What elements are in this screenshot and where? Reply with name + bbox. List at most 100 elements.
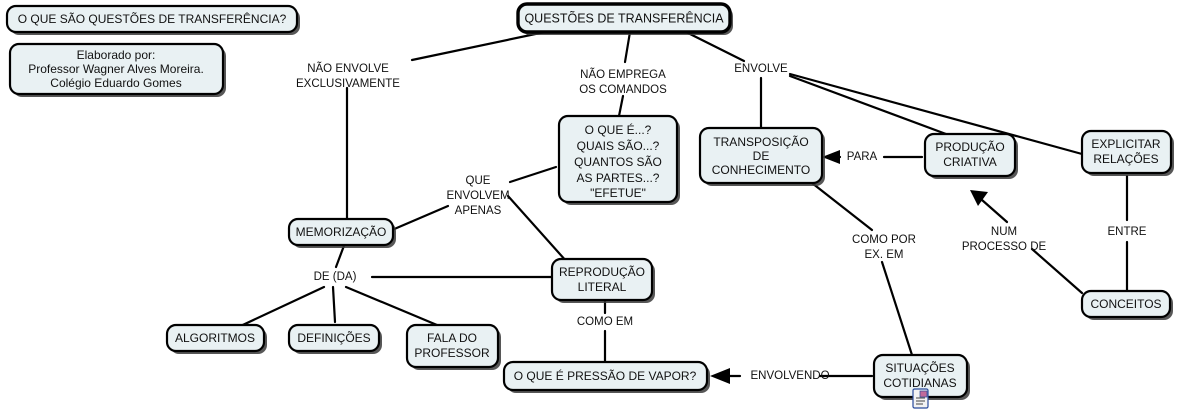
- edge-label-num-processo-de: NUM PROCESSO DE: [962, 226, 1047, 253]
- edge-label-line-1: QUE: [466, 175, 491, 187]
- node-commands-questions[interactable]: O QUE É...? QUAIS SÃO...? QUANTOS SÃO AS…: [557, 114, 680, 205]
- node-explicitar-relacoes[interactable]: EXPLICITAR RELAÇÕES: [1080, 129, 1174, 176]
- edge-conceitos-to-num-processo: [1030, 247, 1084, 295]
- node-author-credit[interactable]: Elaborado por: Professor Wagner Alves Mo…: [8, 42, 226, 97]
- node-label: O QUE SÃO QUESTÕES DE TRANSFERÊNCIA?: [18, 11, 287, 26]
- edge-label-line-1: DE (DA): [314, 271, 357, 283]
- node-label-line-1: EXPLICITAR: [1091, 137, 1160, 151]
- node-label: ALGORITMOS: [175, 331, 255, 345]
- node-body[interactable]: [502, 360, 709, 392]
- node-body[interactable]: [1080, 129, 1173, 175]
- arrowhead-num-processo: [970, 190, 988, 206]
- node-label-line-3: QUANTOS SÃO: [574, 155, 662, 169]
- edge-label-line-1: ENVOLVE: [734, 63, 788, 75]
- node-label-line-1: O QUE É...?: [585, 122, 652, 137]
- edge-label-line-1: NÃO EMPREGA: [580, 68, 666, 81]
- document-resource-icon[interactable]: [912, 388, 929, 409]
- node-label-line-2: CRIATIVA: [943, 155, 997, 169]
- node-question-title[interactable]: O QUE SÃO QUESTÕES DE TRANSFERÊNCIA?: [5, 4, 300, 35]
- node-producao-criativa[interactable]: PRODUÇÃO CRIATIVA: [923, 132, 1018, 179]
- edge-label-line-1: COMO EM: [577, 316, 633, 328]
- node-label-line-1: SITUAÇÕES: [885, 360, 954, 375]
- node-body[interactable]: [287, 323, 381, 353]
- arrowhead-para: [822, 150, 840, 164]
- node-transposicao-conhecimento[interactable]: TRANSPOSIÇÃO DE CONHECIMENTO: [698, 126, 825, 186]
- node-label-line-5: "EFETUE": [590, 186, 646, 200]
- node-label-line-2: PROFESSOR: [414, 346, 490, 360]
- edge-num-processo-to-producao: [980, 198, 1009, 224]
- edge-label-line-2: PROCESSO DE: [962, 241, 1047, 253]
- node-label-line-1: REPRODUÇÃO: [559, 265, 645, 279]
- edge-label-nao-emprega-os-comandos: NÃO EMPREGA OS COMANDOS: [579, 68, 667, 96]
- arrowhead-envolvendo: [710, 368, 730, 384]
- edge-label-line-1: NÃO ENVOLVE: [307, 62, 389, 75]
- edge-label-envolve: ENVOLVE: [734, 63, 788, 75]
- edge-envolve-to-producao: [788, 74, 948, 136]
- edge-label-como-por-ex-em: COMO POR EX. EM: [852, 234, 916, 261]
- edge-envolve-to-explicitar: [788, 72, 1084, 156]
- edge-label-de-da: DE (DA): [314, 271, 357, 283]
- node-pressao-de-vapor[interactable]: O QUE É PRESSÃO DE VAPOR?: [502, 360, 710, 393]
- edge-memorizacao-to-apenas: [390, 204, 450, 232]
- edge-label-line-2: OS COMANDOS: [579, 84, 667, 96]
- edge-labels-layer: NÃO ENVOLVE EXCLUSIVAMENTE NÃO EMPREGA O…: [296, 62, 1147, 382]
- node-label-line-2: QUAIS SÃO...?: [577, 139, 660, 153]
- node-label-line-2: DE: [753, 149, 770, 163]
- node-label: MEMORIZAÇÃO: [296, 225, 387, 239]
- node-label-line-1: PRODUÇÃO: [935, 140, 1004, 154]
- node-label-line-3: CONHECIMENTO: [712, 163, 810, 177]
- node-label-line-2: RELAÇÕES: [1093, 151, 1158, 166]
- icon-thumbnail: [919, 390, 928, 398]
- node-fala-do-professor[interactable]: FALA DO PROFESSOR: [405, 323, 501, 370]
- node-body[interactable]: [165, 323, 266, 353]
- node-situacoes-cotidianas[interactable]: SITUAÇÕES COTIDIANAS: [872, 353, 970, 400]
- node-label-line-1: FALA DO: [427, 331, 477, 345]
- edge-label-line-1: ENVOLVENDO: [750, 370, 829, 382]
- node-label-line-2: COTIDIANAS: [883, 376, 956, 390]
- node-body[interactable]: [550, 257, 654, 302]
- edge-apenas-to-commands: [508, 165, 558, 184]
- edge-label-line-3: APENAS: [455, 205, 502, 217]
- node-body[interactable]: [698, 126, 824, 185]
- edge-root-to-envolve: [684, 30, 746, 63]
- node-algoritmos[interactable]: ALGORITMOS: [165, 323, 267, 354]
- edge-label-nao-envolve-exclusivamente: NÃO ENVOLVE EXCLUSIVAMENTE: [296, 62, 400, 90]
- edge-de-da-to-fala-professor: [344, 285, 439, 327]
- node-body[interactable]: [287, 217, 395, 247]
- node-memorizacao[interactable]: MEMORIZAÇÃO: [287, 217, 396, 248]
- node-root-questoes-transferencia[interactable]: QUESTÕES DE TRANSFERÊNCIA: [516, 2, 733, 35]
- edge-como-por-ex-to-situacoes: [880, 260, 914, 357]
- node-body[interactable]: [8, 42, 225, 96]
- node-label: QUESTÕES DE TRANSFERÊNCIA: [524, 10, 724, 25]
- node-body[interactable]: [1080, 289, 1172, 319]
- edge-label-envolvendo: ENVOLVENDO: [750, 370, 829, 382]
- node-label-line-1: Elaborado por:: [77, 48, 156, 62]
- node-body[interactable]: [5, 4, 299, 34]
- node-conceitos[interactable]: CONCEITOS: [1080, 289, 1173, 320]
- edge-label-line-2: ENVOLVEM: [446, 190, 509, 202]
- edge-label-line-1: ENTRE: [1108, 226, 1147, 238]
- node-reproducao-literal[interactable]: REPRODUÇÃO LITERAL: [550, 257, 655, 303]
- edge-root-to-nao-envolve: [410, 30, 547, 62]
- node-definicoes[interactable]: DEFINIÇÕES: [287, 323, 382, 354]
- edge-label-line-2: EX. EM: [865, 249, 904, 261]
- node-label: CONCEITOS: [1090, 297, 1161, 311]
- node-body[interactable]: [557, 114, 679, 204]
- edge-de-da-to-algoritmos: [230, 285, 326, 332]
- node-label: DEFINIÇÕES: [297, 330, 370, 345]
- edge-label-entre: ENTRE: [1108, 226, 1147, 238]
- edge-label-como-em: COMO EM: [577, 316, 633, 328]
- edge-label-line-1: NUM: [991, 226, 1017, 238]
- node-body[interactable]: [516, 2, 732, 34]
- node-label-line-3: Colégio Eduardo Gomes: [50, 76, 181, 90]
- node-body[interactable]: [405, 323, 500, 369]
- edge-apenas-to-reproducao: [506, 194, 569, 264]
- edges-layer: [230, 30, 1129, 384]
- edge-label-line-2: EXCLUSIVAMENTE: [296, 78, 400, 90]
- node-body[interactable]: [923, 132, 1017, 178]
- node-label-line-2: LITERAL: [578, 280, 627, 294]
- node-label-line-2: Professor Wagner Alves Moreira.: [28, 62, 204, 76]
- edge-nao-emprega-to-commands: [617, 94, 625, 118]
